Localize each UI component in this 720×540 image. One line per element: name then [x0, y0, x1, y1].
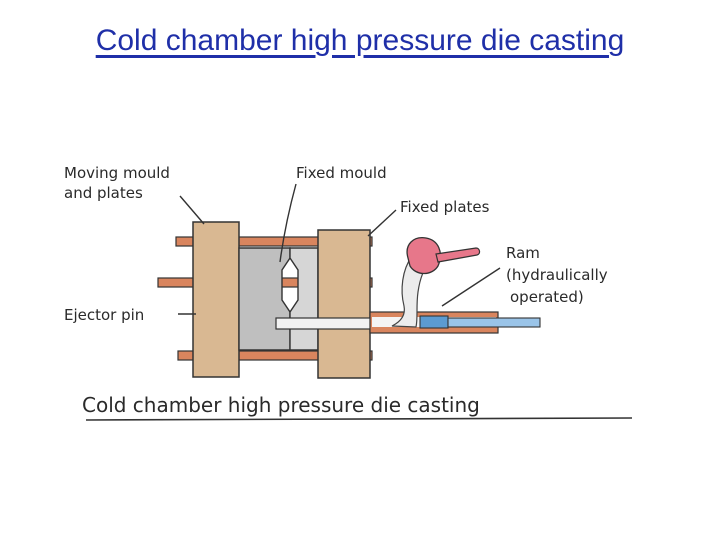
page-title: Cold chamber high pressure die casting — [95, 24, 625, 57]
ladle-cup — [406, 237, 441, 275]
ram-rod — [447, 317, 541, 328]
label-moving-mould-1: Moving mould — [64, 164, 170, 182]
leader-fixed-mould — [279, 183, 297, 263]
upper-tie-rod — [175, 236, 373, 247]
leader-moving-mould — [179, 195, 205, 225]
label-fixed-plates: Fixed plates — [400, 198, 490, 216]
ram-head — [419, 315, 449, 329]
moving-plate — [192, 221, 240, 378]
leader-ram — [441, 267, 501, 307]
ladle-handle — [435, 247, 481, 263]
leader-fixed-plates — [367, 209, 397, 237]
caption-underline — [85, 417, 633, 421]
fixed-mould — [289, 247, 319, 351]
fixed-plate — [317, 229, 371, 379]
label-moving-mould-2: and plates — [64, 184, 143, 202]
diagram-caption: Cold chamber high pressure die casting — [82, 393, 480, 417]
label-ejector-pin: Ejector pin — [64, 306, 144, 324]
label-fixed-mould: Fixed mould — [296, 164, 387, 182]
lower-tie-rod — [177, 350, 373, 361]
label-ram-2: (hydraulically — [506, 266, 608, 284]
label-ram-3: operated) — [510, 288, 584, 306]
label-ram-1: Ram — [506, 244, 540, 262]
moving-mould — [238, 247, 291, 351]
